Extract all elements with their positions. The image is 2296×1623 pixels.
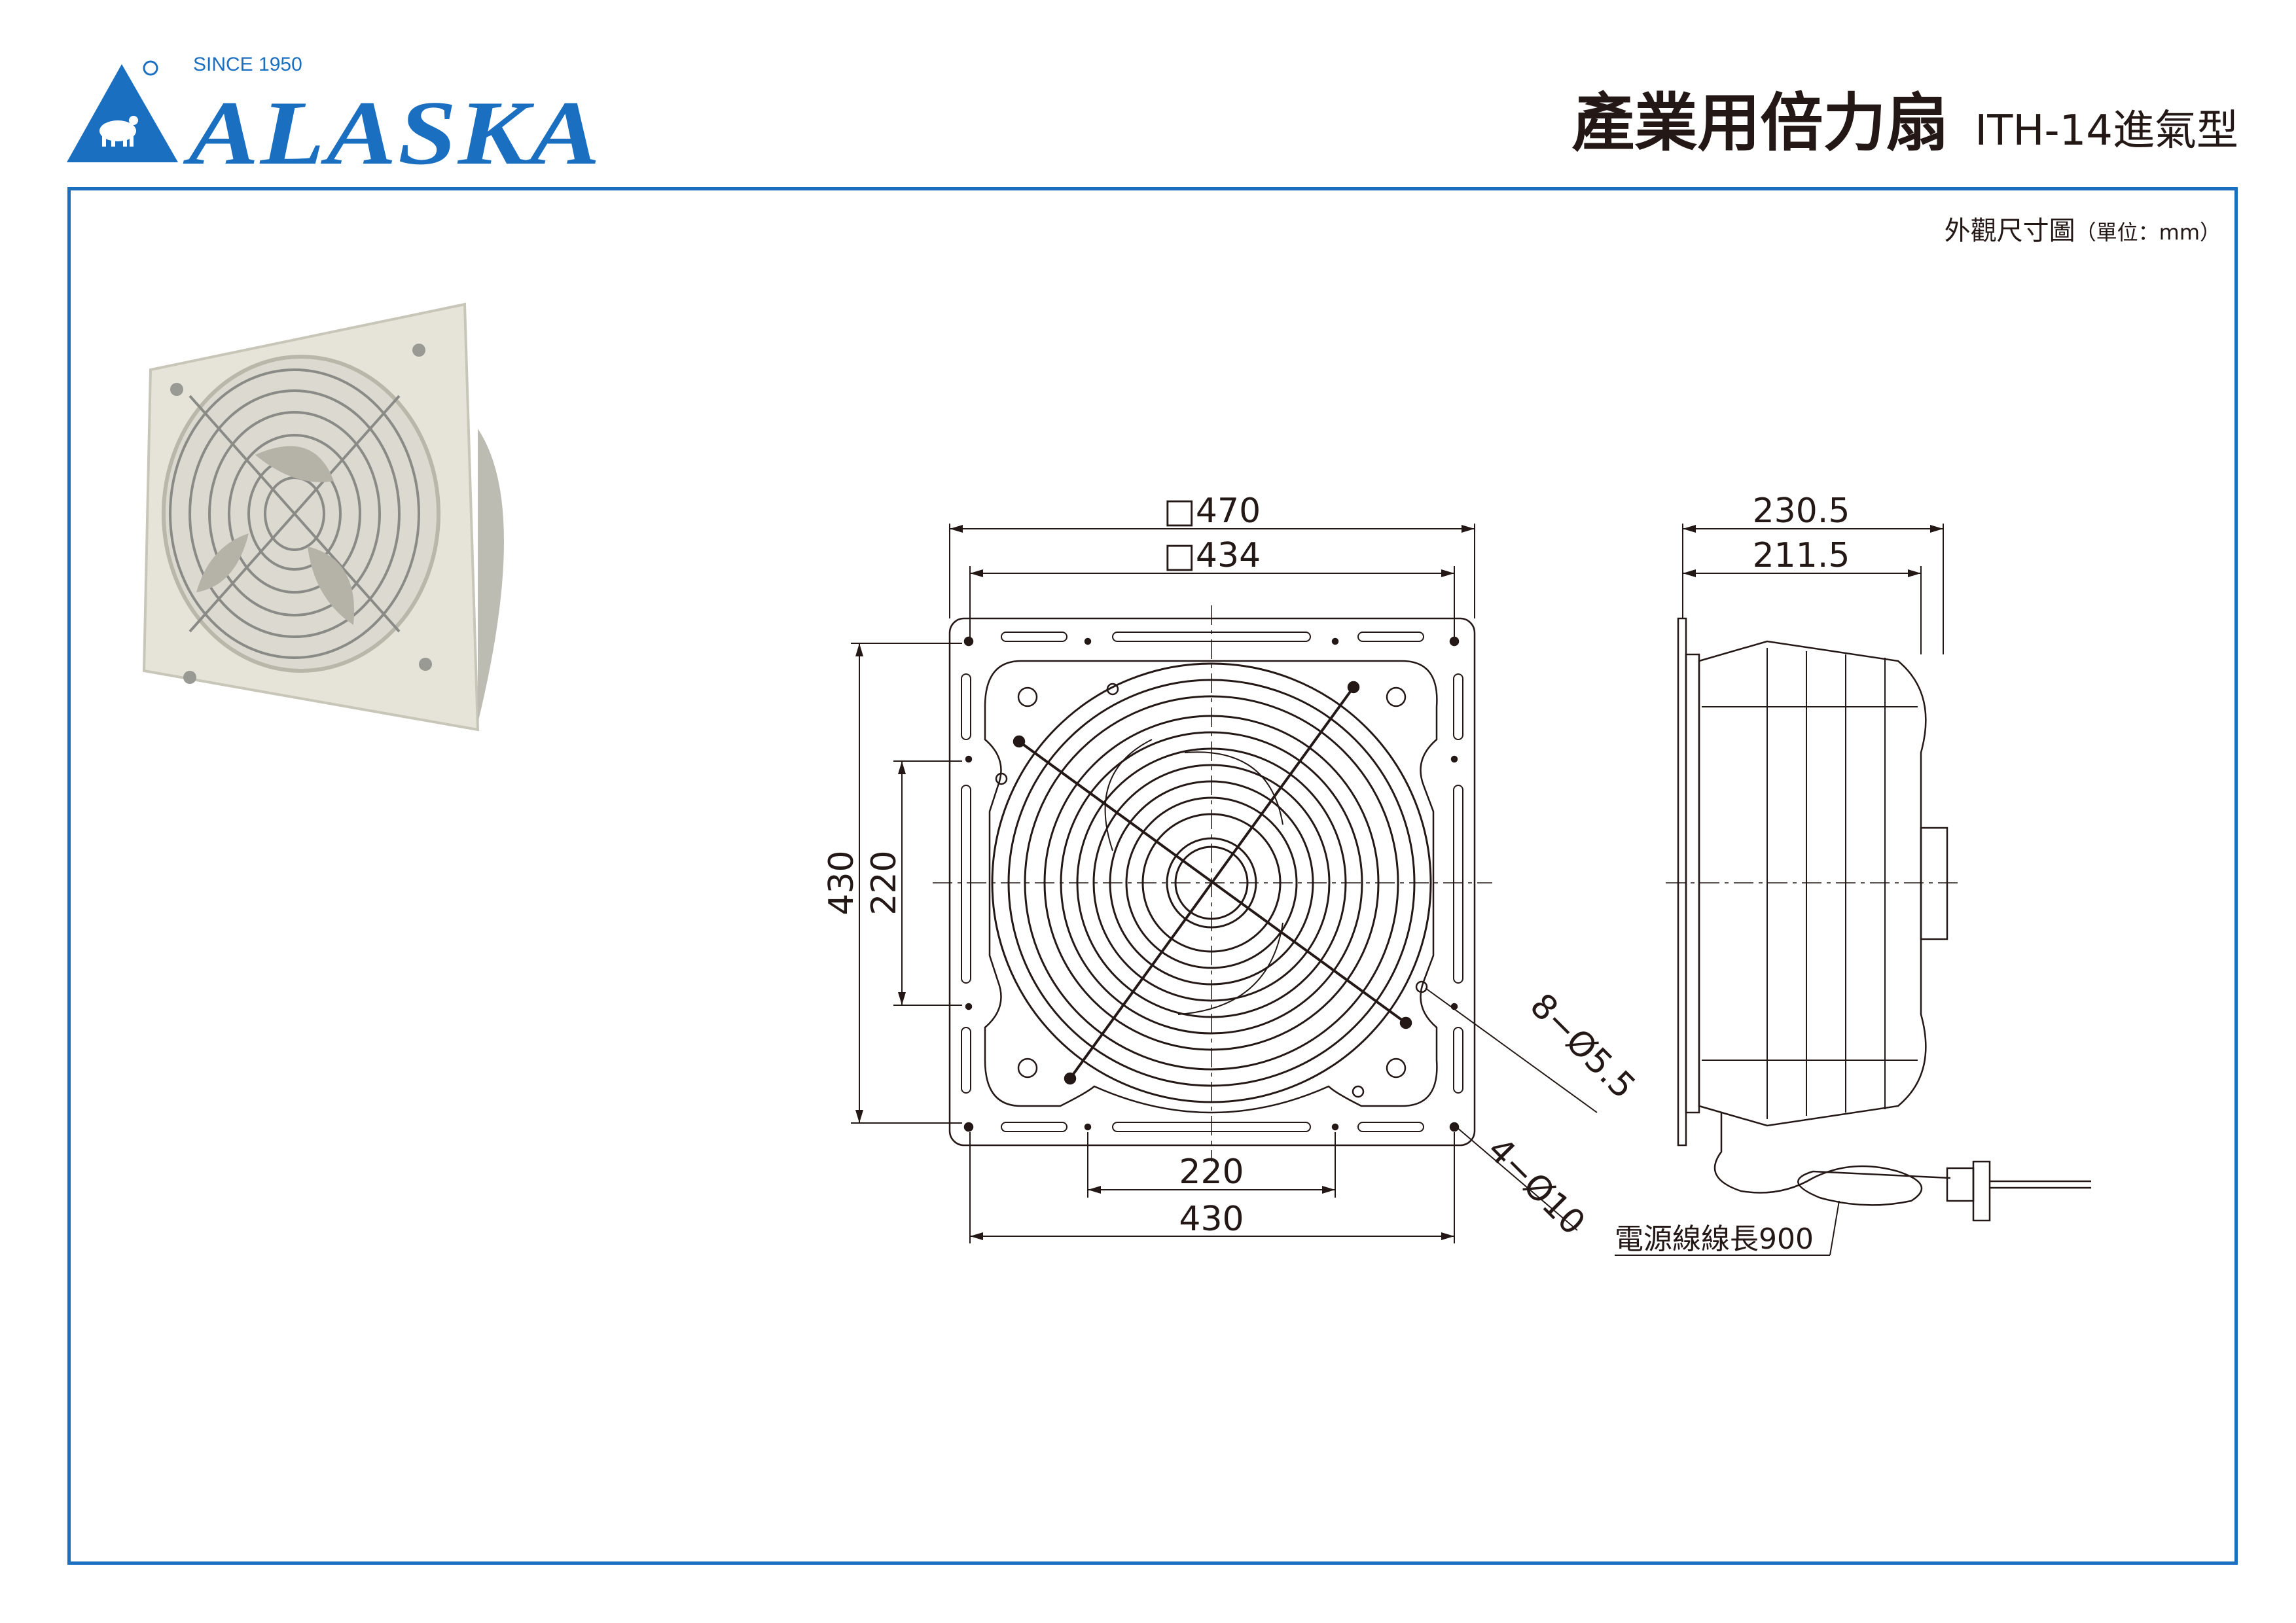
brand-since: SINCE 1950 <box>193 54 302 75</box>
brand-wordmark: ALASKA <box>188 82 602 184</box>
drawing-subtitle: 外觀尺寸圖（單位：mm） <box>1945 209 2221 247</box>
dim-outer-width: □470 <box>1164 491 1261 531</box>
page-title: 產業用倍力扇 ITH-14進氣型 <box>1571 92 2238 154</box>
side-view <box>1666 617 2091 1222</box>
subtitle-text: 外觀尺寸圖 <box>1944 216 2075 246</box>
front-dimensions <box>851 524 1598 1243</box>
product-model: ITH-14進氣型 <box>1975 107 2238 155</box>
dim-height-inner: 220 <box>865 850 904 915</box>
side-dimensions <box>1615 524 1944 1256</box>
dim-large-holes: 4−Ø10 <box>1480 1130 1592 1243</box>
dim-bottom-outer: 430 <box>1179 1200 1244 1239</box>
dim-inner-width: □434 <box>1164 536 1261 575</box>
dim-depth-guard: 211.5 <box>1753 536 1850 575</box>
drawing-frame <box>67 187 2238 1565</box>
front-view <box>933 605 1492 1162</box>
dim-depth-total: 230.5 <box>1753 491 1850 531</box>
dim-bottom-inner: 220 <box>1179 1152 1244 1192</box>
dim-height-outer: 430 <box>822 850 861 915</box>
product-name: 產業用倍力扇 <box>1571 86 1949 160</box>
dim-small-holes: 8−Ø5.5 <box>1522 986 1643 1107</box>
polar-bear-triangle-icon <box>67 60 178 162</box>
cable-length-note: 電源線線長900 <box>1615 1222 1814 1256</box>
product-photo <box>142 302 504 732</box>
unit-note: （單位：mm） <box>2075 220 2221 245</box>
